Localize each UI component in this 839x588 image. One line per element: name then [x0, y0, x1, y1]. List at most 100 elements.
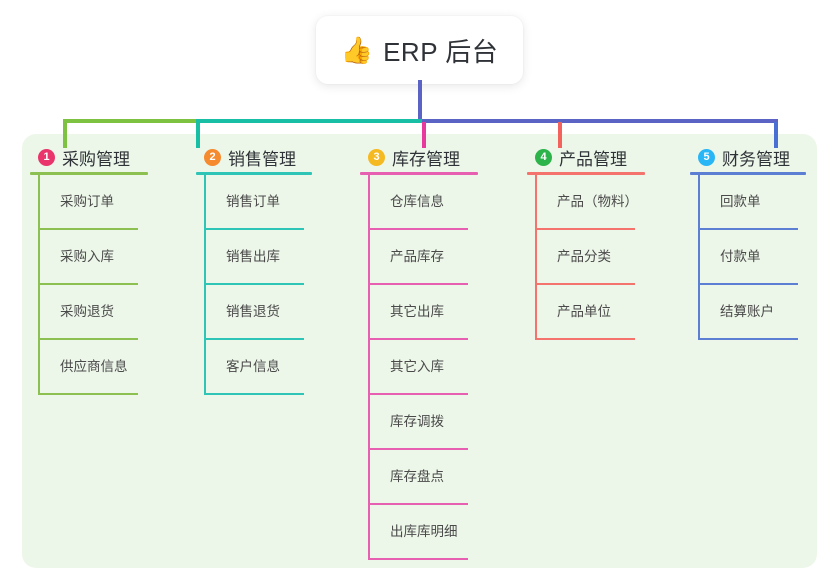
- list-item-rule: [368, 283, 468, 285]
- list-item-label: 采购退货: [60, 304, 114, 319]
- column-spine-3: [368, 175, 370, 560]
- list-item[interactable]: 出库库明细: [368, 505, 478, 560]
- list-item-label: 库存调拨: [390, 414, 444, 429]
- list-item[interactable]: 回款单: [698, 175, 806, 230]
- list-item-rule: [535, 228, 635, 230]
- column-items-5: 回款单付款单结算账户: [690, 175, 806, 340]
- list-item[interactable]: 采购退货: [38, 285, 148, 340]
- drop-connector-1: [63, 122, 67, 148]
- list-item[interactable]: 销售订单: [204, 175, 312, 230]
- bus-segment-3: [422, 119, 778, 123]
- column-rule-5: [690, 172, 806, 175]
- list-item-rule: [698, 338, 798, 340]
- list-item-label: 出库库明细: [390, 524, 458, 539]
- list-item[interactable]: 仓库信息: [368, 175, 478, 230]
- root-node-title: ERP 后台: [383, 36, 499, 67]
- list-item-label: 结算账户: [720, 304, 774, 319]
- column-badge-2: 2: [204, 148, 221, 166]
- column-header-4[interactable]: 4 产品管理: [527, 142, 645, 172]
- column-4: 4 产品管理产品（物料） 产品分类产品单位: [527, 142, 645, 340]
- list-item-label: 采购入库: [60, 249, 114, 264]
- column-title-4: 产品管理: [559, 149, 627, 169]
- list-item-rule: [368, 558, 468, 560]
- list-item-rule: [38, 283, 138, 285]
- list-item-rule: [368, 503, 468, 505]
- list-item-rule: [38, 393, 138, 395]
- column-spine-5: [698, 175, 700, 340]
- list-item[interactable]: 产品库存: [368, 230, 478, 285]
- list-item[interactable]: 产品分类: [535, 230, 645, 285]
- list-item-rule: [204, 338, 304, 340]
- list-item[interactable]: 客户信息: [204, 340, 312, 395]
- list-item-rule: [38, 338, 138, 340]
- list-item[interactable]: 产品单位: [535, 285, 645, 340]
- list-item[interactable]: 其它入库: [368, 340, 478, 395]
- root-stem-connector: [418, 80, 422, 122]
- bus-segment-1: [63, 119, 198, 123]
- column-title-2: 销售管理: [228, 149, 296, 169]
- list-item-rule: [698, 283, 798, 285]
- list-item-label: 产品单位: [557, 304, 611, 319]
- list-item-rule: [204, 283, 304, 285]
- list-item[interactable]: 结算账户: [698, 285, 806, 340]
- column-spine-1: [38, 175, 40, 395]
- column-spine-2: [204, 175, 206, 395]
- list-item[interactable]: 库存调拨: [368, 395, 478, 450]
- drop-connector-3: [422, 122, 426, 148]
- list-item-label: 仓库信息: [390, 194, 444, 209]
- thumbs-up-icon: 👍: [340, 35, 374, 65]
- list-item-label: 库存盘点: [390, 469, 444, 484]
- list-item-label: 供应商信息: [60, 359, 128, 374]
- list-item-rule: [368, 448, 468, 450]
- list-item[interactable]: 采购入库: [38, 230, 148, 285]
- list-item-label: 客户信息: [226, 359, 280, 374]
- list-item-rule: [204, 393, 304, 395]
- column-badge-3: 3: [368, 148, 385, 166]
- drop-connector-5: [774, 122, 778, 148]
- column-rule-2: [196, 172, 312, 175]
- column-1: 1 采购管理采购订单采购入库采购退货供应商信息: [30, 142, 148, 395]
- column-header-1[interactable]: 1 采购管理: [30, 142, 148, 172]
- list-item[interactable]: 供应商信息: [38, 340, 148, 395]
- list-item-label: 产品分类: [557, 249, 611, 264]
- column-5: 5 财务管理回款单付款单结算账户: [690, 142, 806, 340]
- column-title-5: 财务管理: [722, 149, 790, 169]
- list-item-rule: [38, 228, 138, 230]
- list-item[interactable]: 付款单: [698, 230, 806, 285]
- list-item-label: 采购订单: [60, 194, 114, 209]
- root-node[interactable]: 👍 ERP 后台: [316, 16, 523, 84]
- list-item[interactable]: 库存盘点: [368, 450, 478, 505]
- list-item[interactable]: 销售退货: [204, 285, 312, 340]
- list-item-rule: [535, 338, 635, 340]
- column-badge-5: 5: [698, 148, 715, 166]
- column-badge-1: 1: [38, 148, 55, 166]
- list-item-rule: [368, 228, 468, 230]
- column-items-2: 销售订单销售出库销售退货客户信息: [196, 175, 312, 395]
- column-header-2[interactable]: 2 销售管理: [196, 142, 312, 172]
- list-item-label: 其它入库: [390, 359, 444, 374]
- list-item[interactable]: 销售出库: [204, 230, 312, 285]
- list-item-label: 销售退货: [226, 304, 280, 319]
- list-item[interactable]: 产品（物料）: [535, 175, 645, 230]
- list-item-label: 其它出库: [390, 304, 444, 319]
- list-item-label: 产品库存: [390, 249, 444, 264]
- drop-connector-4: [558, 122, 562, 148]
- column-title-1: 采购管理: [62, 149, 130, 169]
- column-items-1: 采购订单采购入库采购退货供应商信息: [30, 175, 148, 395]
- column-header-5[interactable]: 5 财务管理: [690, 142, 806, 172]
- list-item-rule: [535, 283, 635, 285]
- list-item-label: 销售订单: [226, 194, 280, 209]
- column-rule-1: [30, 172, 148, 175]
- list-item-rule: [368, 338, 468, 340]
- column-rule-3: [360, 172, 478, 175]
- list-item-rule: [368, 393, 468, 395]
- list-item[interactable]: 其它出库: [368, 285, 478, 340]
- column-spine-4: [535, 175, 537, 340]
- column-badge-4: 4: [535, 148, 552, 166]
- list-item[interactable]: 采购订单: [38, 175, 148, 230]
- list-item-label: 产品（物料）: [557, 194, 638, 209]
- drop-connector-2: [196, 122, 200, 148]
